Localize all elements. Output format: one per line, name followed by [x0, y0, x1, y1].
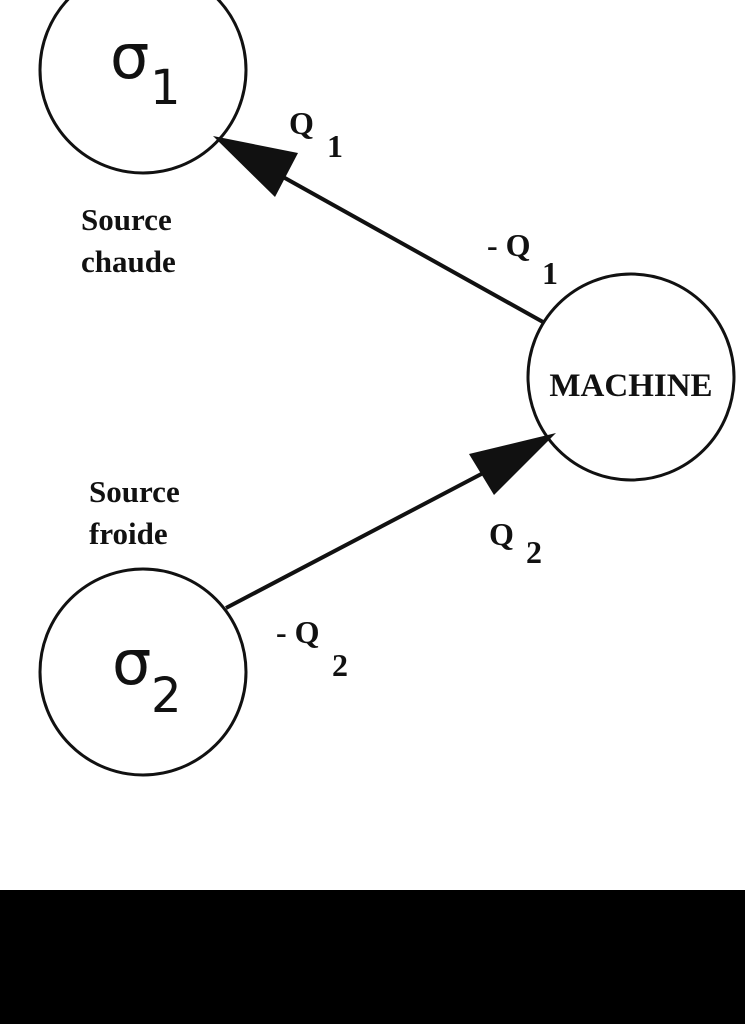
hot-source-symbol: σ: [110, 20, 149, 93]
cold-source-subscript: 2: [151, 668, 182, 724]
machine-label: MACHINE: [549, 368, 712, 404]
q2-label: Q: [489, 516, 514, 552]
arrow-to-hot-source-line: [257, 161, 544, 324]
cold-source-label-line2: froide: [89, 516, 168, 551]
arrow-from-cold-source-line: [225, 458, 509, 610]
minus-q1-label: - Q: [487, 227, 531, 263]
machine-circle: [526, 272, 736, 482]
hot-source-subscript: 1: [150, 60, 181, 116]
arrow-to-hot-source-head: [213, 136, 298, 197]
q1-label: Q: [289, 105, 314, 141]
cold-source-circle: [38, 567, 248, 777]
q1-label-subscript: 1: [327, 128, 343, 164]
bottom-black-band: [0, 890, 745, 1024]
cold-source-symbol: σ: [112, 626, 151, 699]
minus-q2-label: - Q: [276, 614, 320, 650]
q2-label-subscript: 2: [526, 534, 542, 570]
cold-source-label-line1: Source: [89, 474, 180, 509]
arrow-from-cold-source-head: [469, 433, 556, 495]
hot-source-circle: [38, 0, 248, 175]
minus-q2-label-subscript: 2: [332, 647, 348, 683]
minus-q1-label-subscript: 1: [542, 255, 558, 291]
hot-source-label-line1: Source: [81, 202, 172, 237]
hot-source-label-line2: chaude: [81, 244, 176, 279]
